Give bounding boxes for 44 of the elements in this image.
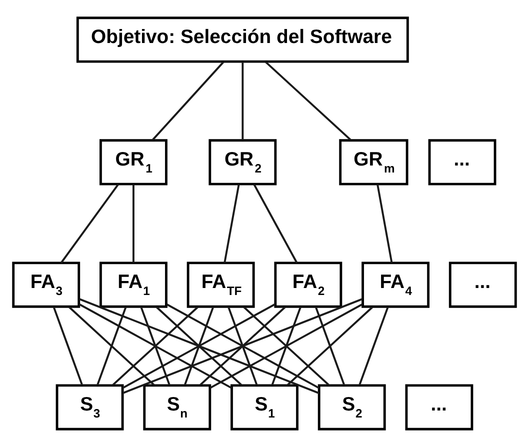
connector — [152, 61, 224, 141]
connector — [224, 184, 240, 264]
connector — [122, 303, 276, 389]
node-box: S$_{2}$ — [318, 384, 386, 430]
connector — [156, 306, 243, 386]
connector — [286, 306, 374, 386]
node-box: FA$_{TF}$ — [186, 262, 255, 308]
connector — [96, 306, 127, 386]
connector — [78, 303, 232, 389]
node-box: S$_{n}$ — [143, 384, 212, 430]
node-box: GR$_{2}$ — [208, 139, 277, 186]
node-box: FA$_{1}$ — [100, 262, 168, 308]
connector — [264, 61, 352, 142]
connector — [79, 298, 320, 394]
connector — [140, 306, 171, 386]
connector — [52, 306, 84, 386]
connector — [242, 62, 244, 140]
connector — [68, 306, 156, 386]
connector — [199, 306, 286, 386]
node-box: S$_{3}$ — [56, 384, 124, 430]
node-box: FA$_{4}$ — [362, 262, 430, 308]
node-box: Objetivo: Selección del Software — [76, 16, 409, 63]
connector — [166, 303, 320, 389]
node-box: ... — [405, 384, 474, 430]
node-box: ... — [448, 262, 517, 308]
connector — [228, 306, 258, 386]
connector — [184, 306, 214, 386]
connector — [271, 306, 302, 386]
node-box: GR$_{1}$ — [100, 139, 168, 186]
node-box: FA$_{2}$ — [274, 262, 342, 308]
connector — [60, 184, 120, 264]
connector — [314, 306, 346, 386]
connector — [122, 298, 363, 394]
node-box: GR$_{m}$ — [339, 139, 408, 186]
node-box: ... — [428, 139, 496, 186]
connector — [358, 306, 389, 386]
node-box: S$_{1}$ — [230, 384, 298, 430]
connector — [242, 306, 330, 386]
connector — [112, 306, 199, 386]
connector — [132, 184, 134, 263]
connector — [253, 184, 298, 264]
connector — [376, 184, 393, 264]
connector — [209, 303, 363, 389]
node-box: FA$_{3}$ — [12, 262, 80, 308]
